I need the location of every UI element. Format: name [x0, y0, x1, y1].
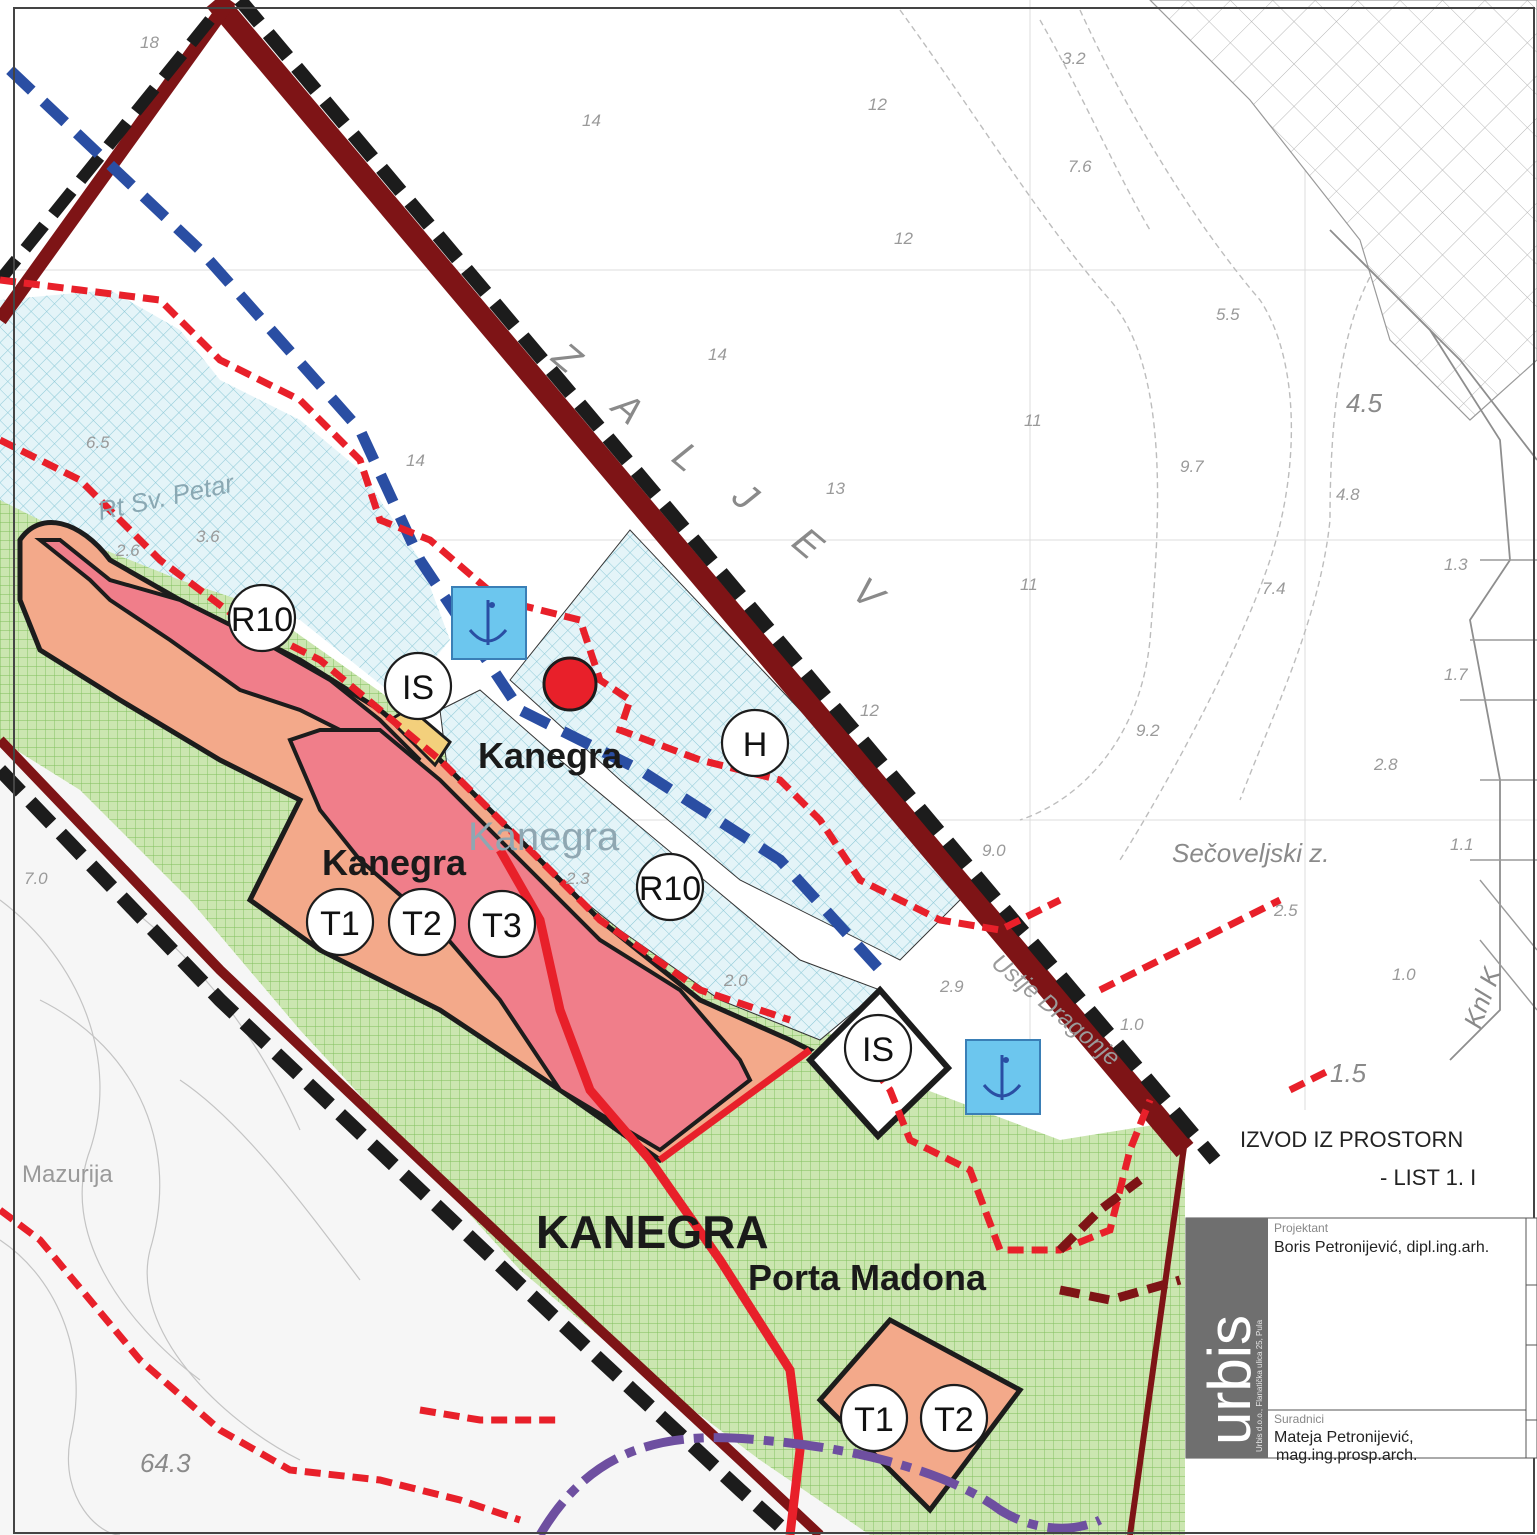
zone-label-r10: R10 [639, 870, 701, 908]
depth-value: 6.5 [86, 433, 110, 452]
place-secoveljski: Sečoveljski z. [1172, 838, 1330, 868]
urbis-logo [1186, 1218, 1268, 1458]
place-porta-madona: Porta Madona [748, 1257, 987, 1298]
place-kanegra-faded: Kanegra [468, 815, 620, 859]
place-mazurija: Mazurija [22, 1161, 113, 1188]
depth-value: 7.0 [24, 869, 48, 888]
zone-label-r10: R10 [231, 601, 293, 639]
title-line-1: IZVOD IZ PROSTORN [1240, 1127, 1463, 1152]
depth-value: 2.6 [115, 541, 140, 560]
depth-value: 1.1 [1450, 835, 1474, 854]
depth-value: 64.3 [140, 1448, 191, 1478]
road-red [496, 847, 805, 1535]
place-kanegra-area: KANEGRA [536, 1206, 769, 1258]
depth-value: 12 [868, 95, 887, 114]
zone-circles [227, 583, 989, 1453]
depth-value: 13 [826, 479, 845, 498]
depth-value: 5.5 [1216, 305, 1240, 324]
pink-zone-upper [34, 538, 422, 762]
depth-value: 3.2 [1062, 49, 1086, 68]
depth-value: 9.0 [982, 841, 1006, 860]
depth-value: 7.4 [1262, 579, 1286, 598]
place-kanegra-harbour: Kanegra [478, 735, 623, 776]
depth-value: 2.8 [1373, 755, 1398, 774]
depth-value: 14 [708, 345, 727, 364]
depth-value: 9.7 [1180, 457, 1204, 476]
anchor-icon [965, 1039, 1041, 1115]
depth-value: 14 [582, 111, 601, 130]
depth-value: 1.0 [1120, 1015, 1144, 1034]
urbis-logo-text: urbis [1196, 1315, 1263, 1445]
road-red-branch [657, 1047, 813, 1163]
zone-label-t2: T2 [934, 1401, 974, 1439]
suradnici-label: Suradnici [1274, 1412, 1324, 1426]
line-dashed-red [0, 276, 1332, 1524]
zone-label-t1: T1 [320, 905, 360, 943]
salmon-zone-t [816, 1316, 1024, 1514]
sea-zone-r10-upper [0, 290, 450, 700]
zone-label-h: H [743, 726, 768, 764]
depth-value: 12 [894, 229, 913, 248]
depth-value: 7.6 [1068, 157, 1092, 176]
depth-numbers: 18 14 12 3.2 7.6 12 5.5 14 4.5 11 9.7 4.… [24, 33, 1474, 1478]
depth-contours [899, 9, 1381, 861]
depth-value: 1.7 [1444, 665, 1468, 684]
place-kanegra-settlement: Kanegra [322, 842, 467, 883]
depth-value: 4.5 [1346, 388, 1383, 418]
depth-value: 2.0 [723, 971, 748, 990]
depth-value: 14 [406, 451, 425, 470]
depth-value: 18 [140, 33, 159, 52]
border-dashed-black [0, 0, 1221, 1535]
border-dark-red [0, 0, 1194, 1535]
projektant-label: Projektant [1274, 1221, 1329, 1235]
depth-value: 11 [1024, 411, 1042, 430]
suradnici-name-2: mag.ing.prosp.arch. [1276, 1447, 1417, 1464]
depth-value: 2.9 [939, 977, 964, 996]
line-dashed-darkred [1056, 1176, 1182, 1305]
depth-value: 1.0 [1392, 965, 1416, 984]
suradnici-name-1: Mateja Petronijević, [1274, 1429, 1414, 1446]
depth-value: 11 [1020, 575, 1038, 594]
company-address: Urbis d.o.o., Flanatička ulica 25, Pula [1255, 1319, 1264, 1452]
zone-label-is: IS [402, 669, 434, 707]
line-purple [536, 1433, 1103, 1535]
depth-value: 1.5 [1330, 1058, 1367, 1088]
zone-label-t2: T2 [402, 905, 442, 943]
depth-value: 3.6 [196, 527, 220, 546]
depth-value: 1.3 [1444, 555, 1468, 574]
zone-label-t3: T3 [482, 907, 522, 945]
depth-value: 2.5 [1273, 901, 1298, 920]
urban-block [1149, 0, 1537, 1061]
anchor-icon [451, 586, 527, 660]
zone-label-is: IS [862, 1031, 894, 1069]
depth-value: 9.2 [1136, 721, 1160, 740]
line-dashed-blue [6, 66, 885, 974]
depth-value: 2.3 [565, 869, 590, 888]
title-line-2: - LIST 1. I [1380, 1165, 1476, 1190]
depth-value: 4.8 [1336, 485, 1360, 504]
projektant-name: Boris Petronijević, dipl.ing.arh. [1274, 1239, 1489, 1256]
title-block: urbis Urbis d.o.o., Flanatička ulica 25,… [1185, 1217, 1537, 1464]
depth-value: 12 [860, 701, 879, 720]
red-point [542, 656, 598, 712]
cadastre-lines [0, 0, 1537, 1110]
zone-label-t1: T1 [854, 1401, 894, 1439]
